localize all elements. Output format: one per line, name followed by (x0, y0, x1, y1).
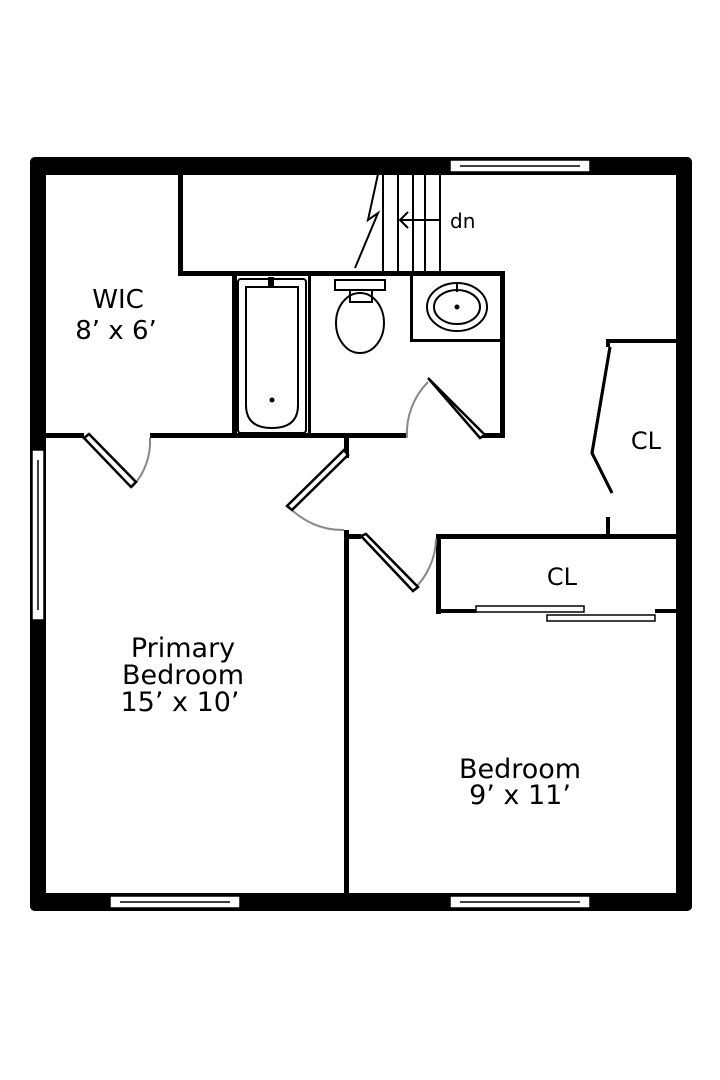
primary-name-line2: Bedroom (122, 660, 244, 691)
window-bottom-left (109, 895, 241, 909)
door-wic (82, 432, 152, 489)
bifold-door-closet-upper (590, 346, 614, 494)
door-primary (285, 448, 350, 532)
bedroom-dims: 9’ x 11’ (469, 780, 571, 811)
doors (82, 346, 656, 622)
window-left (31, 449, 45, 621)
sink-icon (426, 282, 488, 332)
door-bedroom (358, 532, 437, 593)
bathtub-icon (237, 277, 307, 434)
wic-name: WIC (92, 285, 144, 315)
stairs: dn (354, 173, 475, 271)
window-top (449, 159, 591, 173)
door-bathroom (405, 377, 488, 440)
primary-name-line1: Primary (131, 633, 235, 664)
down-arrow-icon (398, 211, 440, 229)
closet-lower-label: CL (547, 563, 578, 591)
bedroom-name: Bedroom (459, 754, 581, 785)
room-labels: WIC 8’ x 6’ Primary Bedroom 15’ x 10’ Be… (75, 285, 661, 811)
window-bottom-right (449, 895, 591, 909)
wic-dims: 8’ x 6’ (75, 316, 157, 346)
windows (31, 159, 591, 909)
sliding-door-closet-lower (475, 605, 656, 622)
bathroom-fixtures (237, 277, 488, 434)
primary-dims: 15’ x 10’ (120, 687, 239, 718)
stairs-down-label: dn (450, 209, 475, 233)
toilet-icon (334, 279, 386, 354)
interior-walls (44, 172, 679, 898)
closet-upper-label: CL (631, 427, 662, 455)
